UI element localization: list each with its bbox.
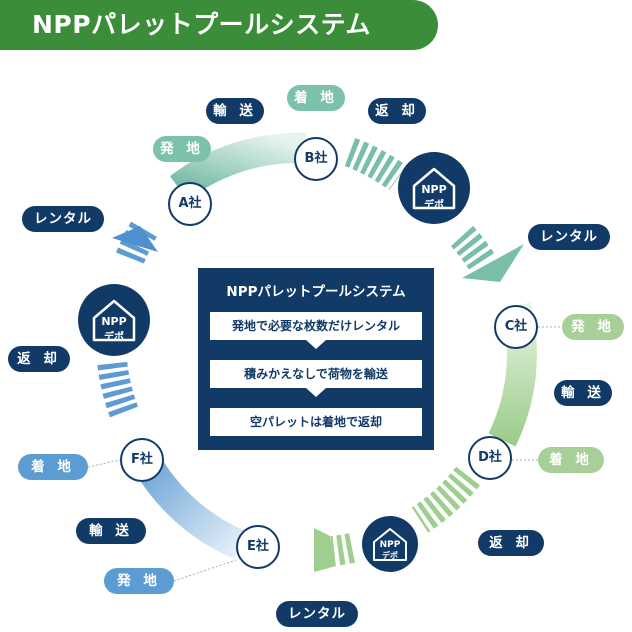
rental-stripes-depot-c	[450, 225, 495, 271]
house-icon	[373, 528, 407, 561]
house-icon	[412, 167, 456, 210]
rental-stripes-depot-a	[116, 218, 159, 264]
npp-depot-left: NPP デポ	[78, 284, 150, 356]
center-step-1: 発地で必要な枚数だけレンタル	[210, 312, 422, 340]
node-company-f: F社	[120, 438, 164, 482]
label-rental-right: レンタル	[528, 224, 610, 250]
rental-arrow-to-c	[462, 244, 524, 282]
label-return-left: 返 却	[8, 346, 70, 372]
center-summary-box: NPPパレットプールシステム 発地で必要な枚数だけレンタル 積みかえなしで荷物を…	[198, 268, 434, 450]
depot-label-depo: デポ	[382, 551, 398, 560]
npp-depot-top-right: NPP デポ	[398, 152, 470, 224]
center-title: NPPパレットプールシステム	[226, 284, 406, 300]
center-step-arrow	[306, 388, 326, 397]
depot-label-npp: NPP	[101, 315, 127, 328]
return-stripes-f-depot	[97, 358, 139, 418]
label-transport-right: 輸 送	[554, 380, 612, 406]
depot-label-npp: NPP	[421, 183, 447, 196]
transport-segment-a-b	[169, 132, 307, 201]
return-stripes-d-depot	[411, 466, 480, 533]
label-departure-c: 発 地	[562, 314, 624, 340]
label-arrival-b: 着 地	[287, 85, 345, 111]
node-company-e: E社	[236, 525, 280, 569]
label-return-bottom-right: 返 却	[478, 530, 544, 556]
node-company-a: A社	[168, 182, 212, 226]
label-departure-a: 発 地	[153, 136, 211, 162]
label-rental-left-top: レンタル	[22, 206, 104, 232]
npp-depot-bottom-right: NPP デポ	[362, 516, 418, 572]
rental-arrow-to-a	[112, 226, 158, 252]
depot-label-npp: NPP	[379, 540, 401, 550]
label-return-top: 返 却	[368, 98, 426, 124]
house-icon	[92, 299, 136, 342]
label-rental-bottom: レンタル	[276, 601, 358, 627]
depot-label-depo: デポ	[424, 200, 444, 211]
rental-arrow-to-e	[314, 528, 336, 572]
center-step-2: 積みかえなしで荷物を輸送	[210, 360, 422, 388]
center-step-arrow	[306, 340, 326, 349]
label-transport-top: 輸 送	[206, 98, 264, 124]
node-company-c: C社	[494, 305, 538, 349]
depot-label-depo: デポ	[104, 332, 124, 343]
label-arrival-d: 着 地	[538, 447, 604, 473]
node-company-d: D社	[468, 436, 512, 480]
label-transport-bottom: 輸 送	[76, 518, 146, 544]
label-departure-e: 発 地	[104, 568, 174, 594]
node-company-b: B社	[294, 137, 338, 181]
return-stripes-b-depot	[344, 137, 407, 191]
center-step-3: 空パレットは着地で返却	[210, 408, 422, 436]
label-arrival-f: 着 地	[18, 454, 88, 480]
page-title: NPPパレットプールシステム	[0, 0, 438, 50]
rental-stripes-depot-e	[330, 533, 355, 566]
